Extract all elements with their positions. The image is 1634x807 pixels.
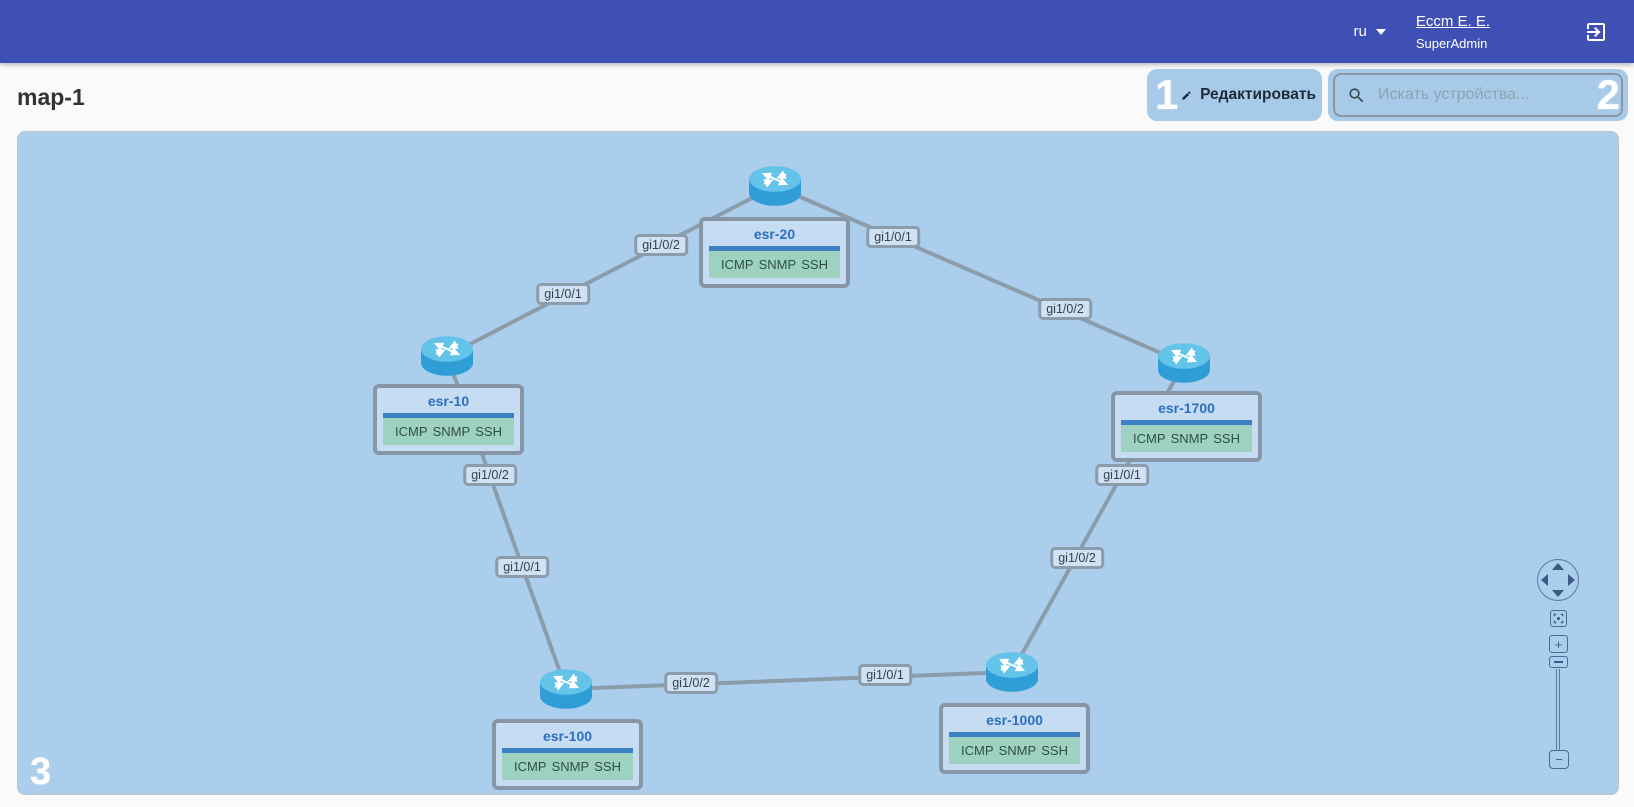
status-chip: SNMP xyxy=(1170,431,1209,446)
zoom-in-button[interactable]: + xyxy=(1549,635,1568,653)
edit-button-label: Редактировать xyxy=(1200,86,1316,103)
status-chip: SNMP xyxy=(432,424,471,439)
router-icon xyxy=(986,652,1038,692)
interface-label[interactable]: gi1/0/1 xyxy=(866,226,920,248)
annotation-badge-2: 2 xyxy=(1596,71,1620,118)
page-title: map-1 xyxy=(17,84,85,110)
interface-label[interactable]: gi1/0/2 xyxy=(634,234,688,256)
annotation-badge-1: 1 xyxy=(1155,71,1179,118)
user-block: Eccm E. E. SuperAdmin xyxy=(1416,13,1490,51)
edit-button[interactable]: Редактировать xyxy=(1147,69,1322,121)
user-role: SuperAdmin xyxy=(1415,35,1488,51)
interface-label[interactable]: gi1/0/1 xyxy=(1095,464,1149,486)
map-canvas[interactable]: 3 + − gi1/0/1 gi1/0/2 gi1/0/1 gi1/0/2 gi1/0/… xyxy=(17,131,1619,795)
device-node-esr-1700[interactable] xyxy=(1157,343,1211,384)
logout-icon xyxy=(1587,22,1605,41)
device-name: esr-1700 xyxy=(1158,400,1215,416)
topbar: ru Eccm E. E. SuperAdmin xyxy=(0,0,1634,63)
device-status-strip: ICMP SNMP SSH xyxy=(502,748,633,780)
link-line xyxy=(773,184,1186,365)
status-chip: SNMP xyxy=(551,759,590,774)
status-chip: SSH xyxy=(1041,743,1068,758)
device-name: esr-100 xyxy=(542,728,593,744)
status-chip: ICMP xyxy=(514,759,547,774)
search-icon xyxy=(1349,87,1364,102)
link-line xyxy=(564,670,1014,691)
device-name: esr-1000 xyxy=(986,712,1043,728)
user-profile-link[interactable]: Eccm E. E. xyxy=(1415,12,1490,30)
device-status-strip: ICMP SNMP SSH xyxy=(709,246,840,278)
fit-view-button[interactable] xyxy=(1550,610,1567,627)
status-chip: SSH xyxy=(475,424,502,439)
search-box xyxy=(1333,73,1623,117)
interface-label[interactable]: gi1/0/1 xyxy=(536,283,590,305)
router-icon xyxy=(1158,343,1210,383)
device-node-esr-1000[interactable] xyxy=(985,652,1039,693)
device-status-strip: ICMP SNMP SSH xyxy=(949,732,1080,764)
device-node-esr-10[interactable] xyxy=(420,336,474,377)
pan-up-arrow[interactable] xyxy=(1552,563,1564,570)
device-status-strip: ICMP SNMP SSH xyxy=(1121,420,1252,452)
status-chip: ICMP xyxy=(1133,431,1166,446)
zoom-out-button[interactable]: − xyxy=(1549,750,1569,769)
interface-label[interactable]: gi1/0/1 xyxy=(858,664,912,686)
pencil-icon xyxy=(1182,90,1191,100)
status-chip: ICMP xyxy=(961,743,994,758)
device-name: esr-10 xyxy=(427,393,470,409)
router-icon xyxy=(540,669,592,709)
router-icon xyxy=(749,166,801,206)
zoom-slider-track[interactable] xyxy=(1556,669,1560,750)
device-name: esr-20 xyxy=(753,226,796,242)
device-node-esr-20[interactable] xyxy=(748,166,802,207)
device-status-strip: ICMP SNMP SSH xyxy=(383,413,514,445)
status-chip: SNMP xyxy=(998,743,1037,758)
pan-down-arrow[interactable] xyxy=(1552,590,1564,597)
status-chip: SSH xyxy=(1213,431,1240,446)
pan-right-arrow[interactable] xyxy=(1568,574,1575,586)
center-focus-icon xyxy=(1553,613,1564,624)
logout-button[interactable] xyxy=(1584,20,1608,44)
pan-compass[interactable] xyxy=(1537,559,1579,601)
annotation-badge-3: 3 xyxy=(30,751,52,793)
status-chip: SNMP xyxy=(758,257,797,272)
interface-label[interactable]: gi1/0/2 xyxy=(463,464,517,486)
status-chip: ICMP xyxy=(721,257,754,272)
language-selector[interactable]: ru xyxy=(1353,23,1386,40)
interface-label[interactable]: gi1/0/2 xyxy=(664,672,718,694)
language-label: ru xyxy=(1353,23,1367,40)
zoom-slider-handle[interactable] xyxy=(1549,656,1568,668)
device-node-esr-100[interactable] xyxy=(539,669,593,710)
link-line xyxy=(445,184,777,358)
search-input[interactable] xyxy=(1376,85,1613,105)
interface-label[interactable]: gi1/0/2 xyxy=(1038,298,1092,320)
chevron-down-icon xyxy=(1375,28,1386,35)
interface-label[interactable]: gi1/0/1 xyxy=(495,556,549,578)
status-chip: SSH xyxy=(801,257,828,272)
pan-left-arrow[interactable] xyxy=(1541,574,1548,586)
edit-button-highlight: 1 Редактировать xyxy=(1147,69,1322,121)
search-highlight: 2 xyxy=(1328,69,1628,121)
status-chip: SSH xyxy=(594,759,621,774)
router-icon xyxy=(421,336,473,376)
interface-label[interactable]: gi1/0/2 xyxy=(1050,547,1104,569)
status-chip: ICMP xyxy=(395,424,428,439)
